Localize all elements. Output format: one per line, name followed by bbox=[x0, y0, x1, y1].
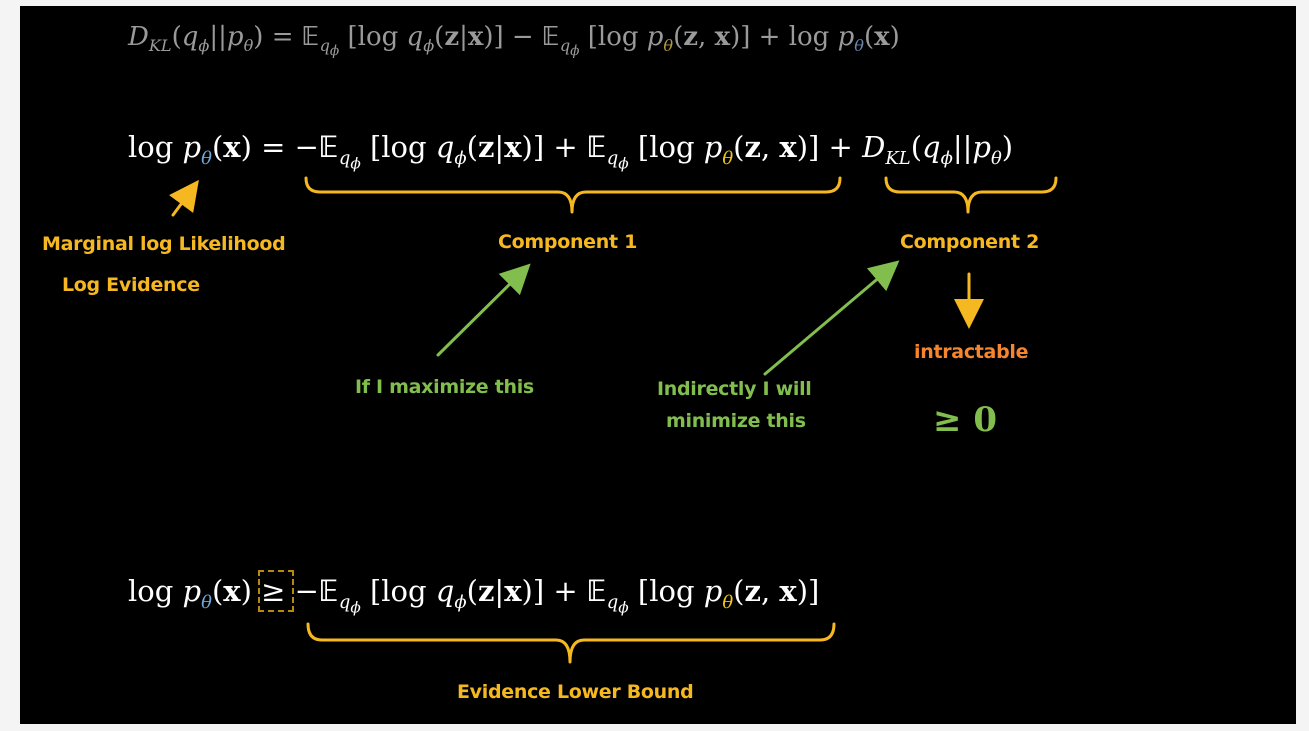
marginal-log-likelihood-label: Marginal log Likelihood bbox=[42, 233, 286, 255]
component1-brace-icon bbox=[304, 176, 842, 214]
annotation-overlay bbox=[169, 176, 1058, 664]
maximize-label: If I maximize this bbox=[355, 376, 534, 398]
intractable-label: intractable bbox=[914, 341, 1029, 363]
component2-brace-icon bbox=[884, 176, 1058, 214]
minimize-label: minimize this bbox=[666, 410, 806, 432]
elbo-inequality-equation: log pθ(x) ≥ −𝔼qϕ [log qϕ(z|x)] + 𝔼qϕ [lo… bbox=[128, 574, 820, 617]
slide: DKL(qϕ||pθ) = 𝔼qϕ [log qϕ(z|x)] − 𝔼qϕ [l… bbox=[20, 6, 1296, 724]
kl-divergence-equation: DKL(qϕ||pθ) = 𝔼qϕ [log qϕ(z|x)] − 𝔼qϕ [l… bbox=[128, 22, 900, 60]
log-evidence-label: Log Evidence bbox=[62, 274, 200, 296]
marginal-arrow-icon bbox=[169, 179, 199, 217]
indirectly-label: Indirectly I will bbox=[657, 378, 812, 400]
component1-label: Component 1 bbox=[498, 231, 638, 253]
log-evidence-decomposition-equation: log pθ(x) = −𝔼qϕ [log qϕ(z|x)] + 𝔼qϕ [lo… bbox=[128, 130, 1014, 173]
geq-highlight-box bbox=[258, 570, 294, 612]
maximize-arrow-icon bbox=[436, 263, 531, 357]
evidence-lower-bound-label: Evidence Lower Bound bbox=[457, 681, 694, 703]
nonnegative-label: ≥ 0 bbox=[933, 400, 997, 440]
component2-label: Component 2 bbox=[900, 231, 1040, 253]
minimize-arrow-icon bbox=[763, 260, 900, 376]
elbo-brace-icon bbox=[306, 622, 836, 664]
